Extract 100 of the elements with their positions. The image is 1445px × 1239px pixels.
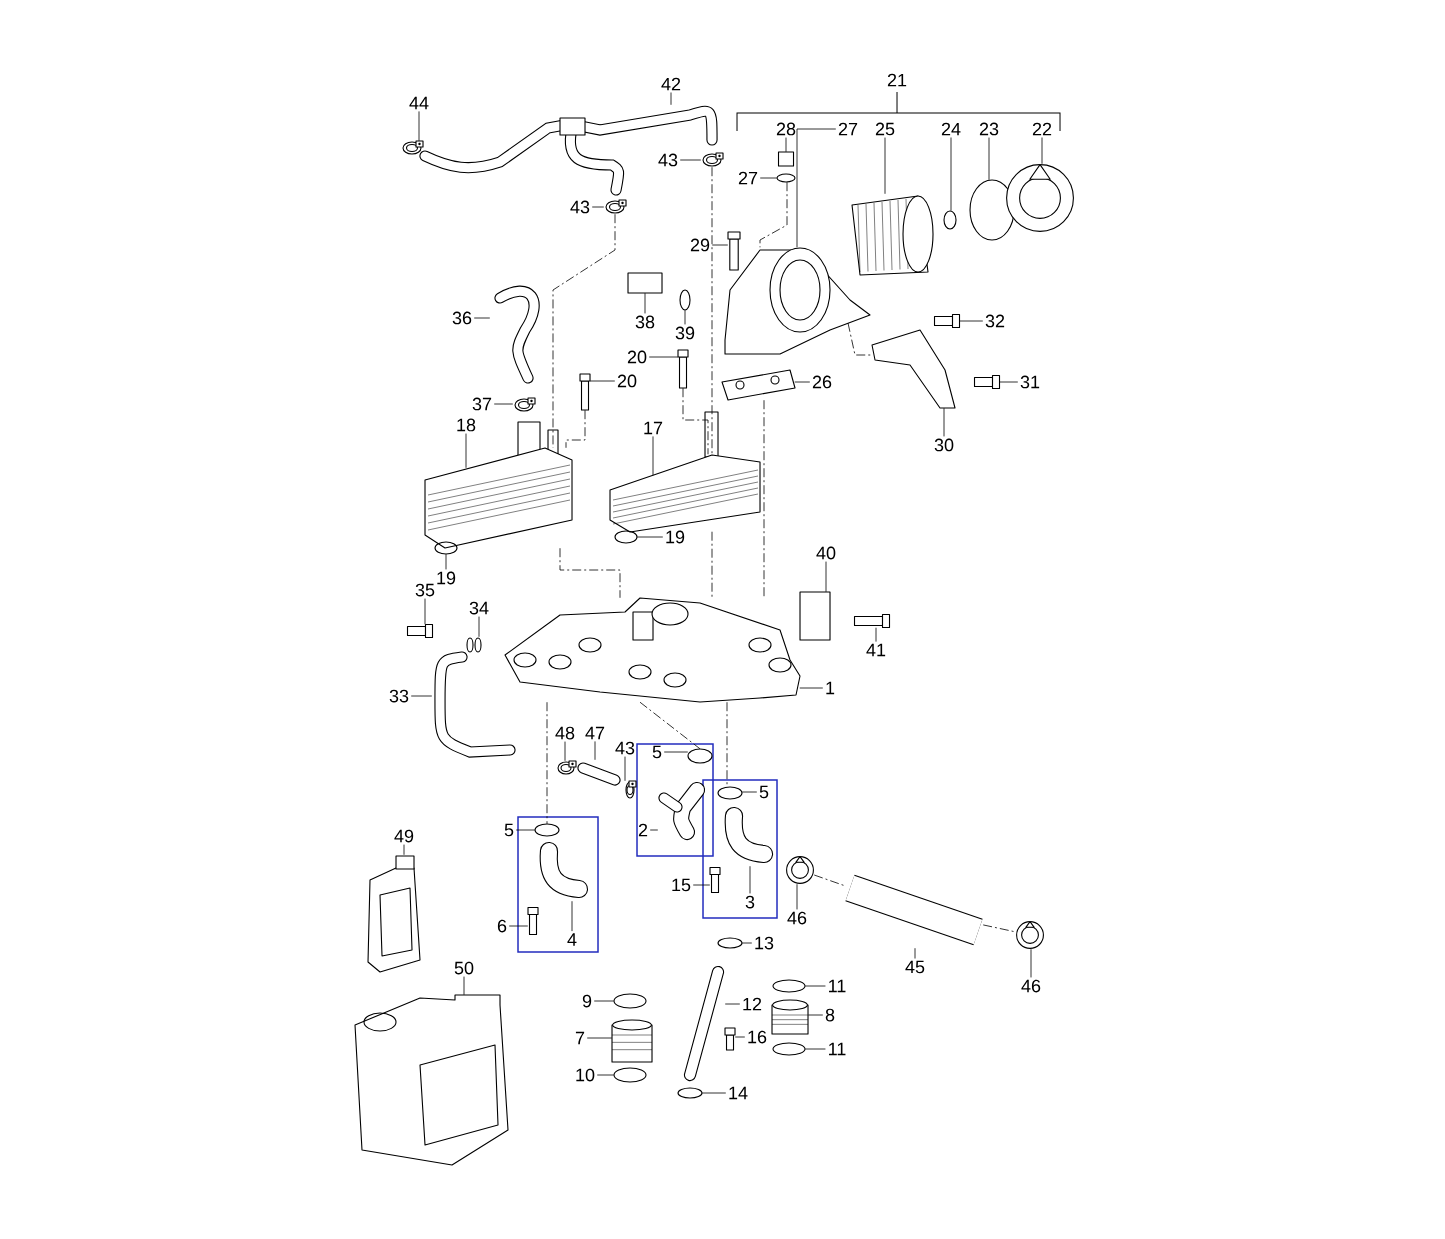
callout-number: 8 [825,1008,835,1022]
center-line [546,701,548,825]
callout-number: 19 [666,530,685,544]
leader-line [796,128,837,248]
callout-number: 5 [759,785,769,799]
callout-number: 4 [567,933,577,946]
callout-number: 32 [985,314,1005,328]
callout-number: 11 [829,979,846,993]
leader-line [884,137,886,195]
callout-number: 46 [787,911,807,925]
leader-line [649,829,659,831]
leader-line [734,1036,746,1038]
hose-clamp [786,856,814,884]
seal-ring [677,1087,703,1099]
callout-number: 22 [1032,122,1052,136]
leader-line [463,976,465,996]
bolt [406,623,434,639]
leader-line [1041,137,1043,165]
leader-line [804,1048,826,1050]
callout-number: 27 [838,122,858,136]
pipe-fitting [611,1019,653,1063]
washer [776,173,796,183]
hose-clamp [605,199,627,214]
seal-ring [943,210,957,230]
leader-line [418,111,420,142]
leader-line [999,381,1019,383]
bolt [933,313,961,329]
bolt [527,906,539,936]
callout-number: 23 [979,122,999,136]
group-frame [517,816,599,953]
leader-line [644,292,646,314]
filter-cap [1006,164,1074,232]
leader-line [424,598,426,625]
callout-number: 29 [690,238,710,252]
leader-line [465,433,467,469]
leader-line [701,1092,727,1094]
callout-number: 44 [409,96,429,110]
leader-line [711,244,729,246]
leader-line [875,627,877,642]
seal-ring [687,748,713,764]
pipe-fitting [771,999,809,1035]
hose-clamp [402,140,424,155]
leader-line [591,206,605,208]
sensor [799,591,831,641]
callout-number: 18 [457,418,476,432]
seal-ring [679,289,691,311]
group-frame [636,743,714,857]
leader-line [586,1037,613,1039]
leader-line [636,536,664,538]
callout-number: 6 [497,919,507,933]
leader-line [564,741,566,762]
callout-number: 13 [755,936,774,950]
callout-number: 49 [394,829,414,843]
leader-line [403,844,405,856]
seal-ring [434,541,458,555]
callout-number: 2 [638,823,648,837]
leader-line [663,751,689,753]
leader-line [508,925,529,927]
seal-ring [717,937,743,949]
leader-line [410,695,433,697]
callout-number: 30 [934,438,954,452]
callout-number: 28 [776,122,796,136]
seal-ring [466,637,482,653]
callout-number: 34 [469,601,489,615]
callout-number: 45 [905,960,925,974]
callout-number: 33 [389,689,409,703]
callout-number: 27 [738,171,758,185]
seal-ring [613,993,647,1009]
callout-number: 16 [748,1030,767,1044]
seal-ring [717,786,743,800]
callout-number: 35 [415,583,435,597]
callout-number: 10 [576,1068,595,1082]
seal-ring [614,530,638,544]
leader-line [724,1003,741,1005]
leader-line [596,1074,615,1076]
leader-line [794,381,811,383]
leader-line [741,791,758,793]
leader-line [807,1014,824,1016]
leader-line [515,829,536,831]
callout-number: 46 [1021,979,1041,993]
callout-number: 42 [661,77,681,91]
leader-line [825,561,827,593]
center-line [552,213,616,449]
callout-number: 5 [504,823,514,837]
bolt [709,866,721,894]
callout-number: 5 [652,745,662,759]
bolt [724,1027,736,1051]
callout-number: 48 [555,726,575,740]
bolt [677,349,689,389]
leader-line [759,177,778,179]
leader-line [473,317,491,319]
bolt [727,231,741,271]
leader-line [684,309,686,325]
seal-ring [772,1042,806,1056]
leader-line [943,407,945,437]
callout-number: 25 [875,122,895,136]
leader-line [679,159,702,161]
mounting-plate [504,597,801,703]
seal-ring [613,1067,647,1083]
callout-number: 7 [575,1031,585,1045]
